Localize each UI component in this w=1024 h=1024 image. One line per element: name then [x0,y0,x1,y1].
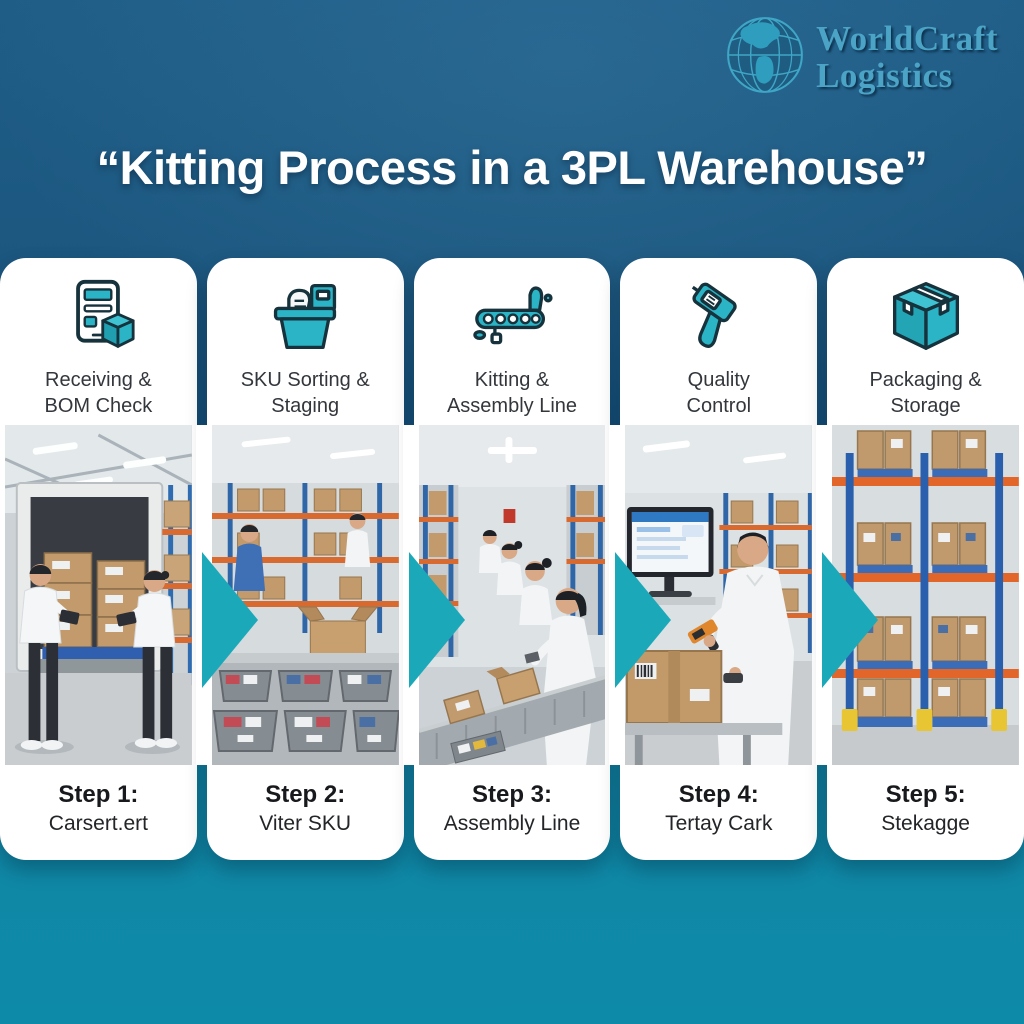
logo-line1: WorldCraft [816,19,998,59]
process-cards: Receiving &BOM Check [0,258,1024,860]
step-2-label: Step 2: [265,781,346,808]
package-box-icon [880,278,972,359]
step-5-header: Packaging &Storage [869,369,982,417]
step-card-1: Receiving &BOM Check [0,258,197,860]
step-1-head: Receiving &BOM Check [0,258,197,425]
photo-quality-control [625,425,813,765]
photo-sorting [211,425,399,765]
barcode-scanner-icon [673,278,765,359]
logo-text: WorldCraft Logistics [816,19,998,95]
step-3-head: Kitting &Assembly Line [414,258,611,425]
step-2-header: SKU Sorting &Staging [240,369,370,417]
step-2-head: SKU Sorting &Staging [207,258,404,425]
step-1-caption: Step 1: Carsert.ert [0,765,197,860]
step-5-label: Step 5: [885,781,966,808]
photo-receiving [5,425,192,765]
page-title: “Kitting Process in a 3PL Warehouse” [96,141,928,194]
photo-assembly-line [418,425,606,765]
logo-line2: Logistics [816,55,953,95]
step-1-label: Step 1: [58,781,139,808]
step-3-label: Step 3: [471,781,552,808]
step-card-2: SKU Sorting &Staging [206,258,404,860]
step-4-caption: Step 4: Tertay Cark [620,765,817,860]
step-5-text: Stekagge [881,812,970,835]
step-4-label: Step 4: [678,781,759,808]
step-card-5: Packaging &Storage [827,258,1024,860]
step-1-header: Receiving &BOM Check [44,369,153,417]
brand-logo: WorldCraft Logistics [722,12,998,103]
step-5-caption: Step 5: Stekagge [827,765,1024,860]
step-card-3: Kitting &Assembly Line [413,258,611,860]
tablet-bom-icon [52,278,144,359]
step-3-text: Assembly Line [443,812,581,835]
step-5-head: Packaging &Storage [827,258,1024,425]
step-2-caption: Step 2: Viter SKU [207,765,404,860]
step-3-caption: Step 3: Assembly Line [414,765,611,860]
step-1-text: Carsert.ert [48,812,148,835]
conveyor-icon [466,278,558,359]
step-4-text: Tertay Cark [665,812,773,835]
sorting-bin-icon [259,278,351,359]
photo-storage [832,425,1019,765]
step-3-header: Kitting &Assembly Line [446,369,578,417]
step-2-text: Viter SKU [259,812,352,835]
globe-icon [722,12,808,103]
